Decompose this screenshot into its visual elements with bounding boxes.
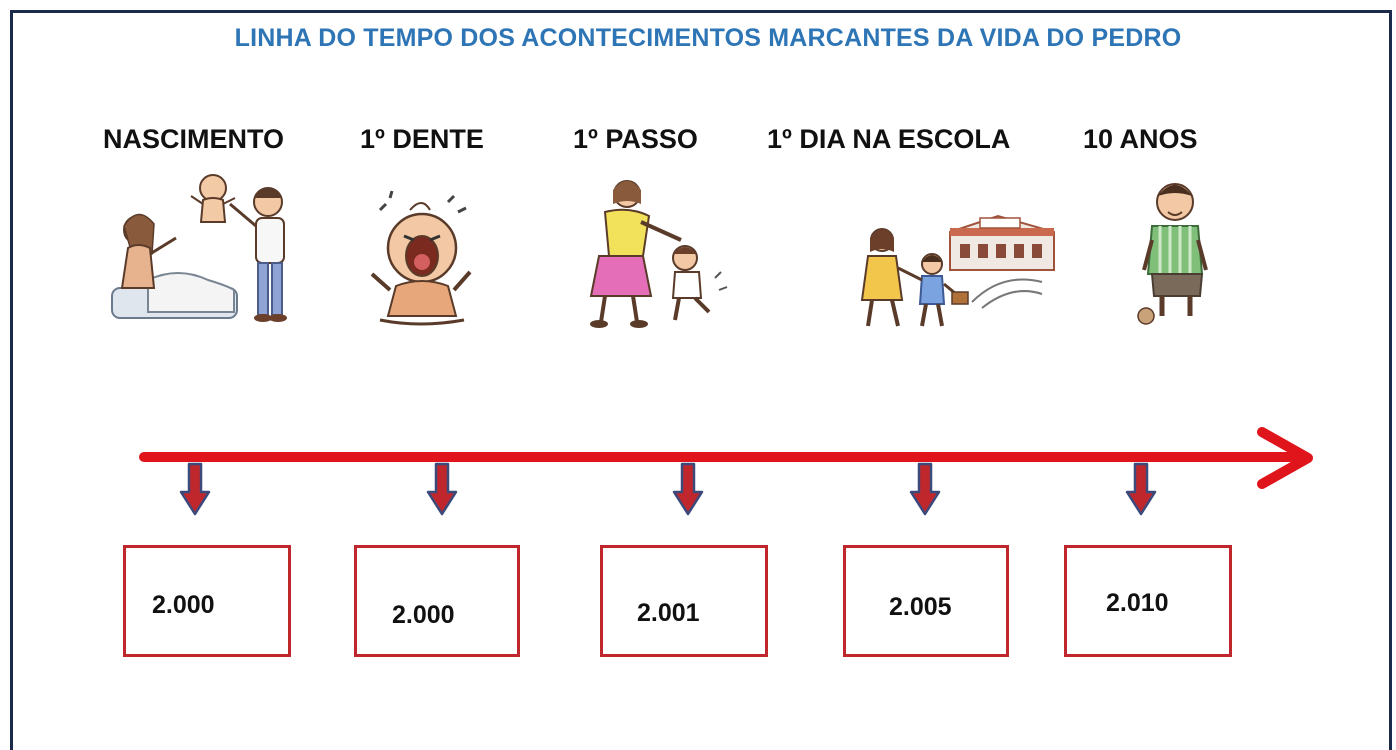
year-value-primeiro-passo: 2.001 <box>637 599 700 627</box>
event-label-primeiro-dente: 1º DENTE <box>360 124 484 154</box>
year-box-primeiro-dia-escola <box>843 545 1009 657</box>
parents-holding-baby-illustration <box>111 174 287 322</box>
event-label-dez-anos: 10 ANOS <box>1083 124 1198 154</box>
year-box-primeiro-passo <box>600 545 768 657</box>
timeline-arrow <box>139 427 1313 489</box>
page-title: LINHA DO TEMPO DOS ACONTECIMENTOS MARCAN… <box>234 24 1182 52</box>
down-arrow-icon <box>909 462 941 516</box>
year-value-nascimento: 2.000 <box>152 591 215 619</box>
crying-baby-illustration <box>370 190 472 326</box>
year-box-primeiro-dente <box>354 545 520 657</box>
year-value-primeiro-dente: 2.000 <box>392 601 455 629</box>
mother-helping-child-walk-illustration <box>589 180 728 328</box>
mother-and-child-walking-to-school-illustration <box>860 214 1055 327</box>
year-box-dez-anos <box>1064 545 1232 657</box>
event-label-nascimento: NASCIMENTO <box>103 124 285 154</box>
year-box-nascimento <box>123 545 291 657</box>
down-arrow-icon <box>179 462 211 516</box>
down-arrow-icon <box>1125 462 1157 516</box>
year-value-primeiro-dia-escola: 2.005 <box>889 593 952 621</box>
event-label-primeiro-passo: 1º PASSO <box>573 124 698 154</box>
boy-with-ball-illustration <box>1137 183 1208 325</box>
page-frame <box>10 10 1392 750</box>
down-arrow-icon <box>672 462 704 516</box>
year-value-dez-anos: 2.010 <box>1106 589 1169 617</box>
down-arrow-icon <box>426 462 458 516</box>
event-label-primeiro-dia-escola: 1º DIA NA ESCOLA <box>767 124 1011 154</box>
